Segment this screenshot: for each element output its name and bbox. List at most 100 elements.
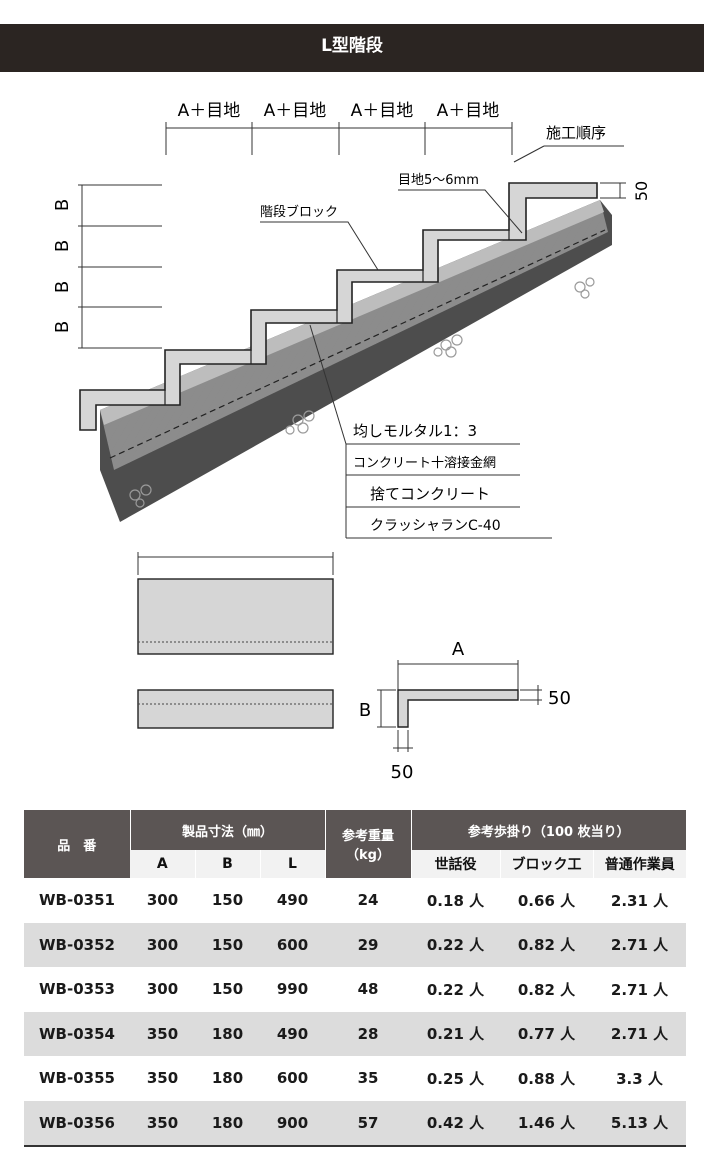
rise-dimension-lines	[78, 184, 162, 349]
cell-sewa: 0.42 人	[411, 1100, 500, 1147]
header-worker: 普通作業員	[592, 850, 687, 878]
cell-code: WB-0354	[24, 1011, 130, 1056]
cell-weight: 57	[325, 1100, 411, 1147]
top-view	[137, 578, 334, 655]
cell-l: 490	[276, 891, 309, 910]
concrete-hatch	[100, 200, 608, 470]
layer-concrete-mesh: コンクリート十溶接金網	[353, 455, 496, 471]
cell-b: 150	[211, 980, 244, 999]
layer-crusher-run: クラッシャランC-40	[370, 518, 501, 534]
header-weight: 参考重量 （kg）	[324, 810, 411, 878]
cell-worker: 5.13 人	[593, 1100, 687, 1147]
cell-block: 1.46 人	[500, 1100, 593, 1147]
cell-worker: 2.31 人	[610, 891, 669, 910]
rise-label-2: B	[52, 240, 73, 252]
step-label-2: A＋目地	[264, 101, 327, 121]
cell-sewa: 0.22 人	[411, 922, 500, 967]
header-rate: 参考歩掛り（100 枚当り）	[410, 810, 687, 850]
order-label: 施工順序	[546, 124, 606, 142]
cell-sewa: 0.18 人	[426, 891, 485, 910]
cell-b: 150	[195, 922, 260, 967]
layer-leaders	[309, 324, 552, 539]
cell-block: 0.82 人	[517, 980, 576, 999]
cell-b: 180	[195, 1100, 260, 1147]
joint-lines	[164, 230, 510, 405]
step-label-3: A＋目地	[351, 101, 414, 121]
mesh-line	[109, 229, 606, 459]
rise-label-4: B	[52, 321, 73, 333]
header-block: ブロック工	[499, 850, 593, 878]
cell-weight: 28	[325, 1011, 411, 1056]
header-weight-unit: （kg）	[346, 848, 390, 863]
cell-a: 300	[146, 891, 179, 910]
cell-b: 180	[211, 1069, 244, 1088]
table-row: WB-0353 300 150 990 48 0.22 人 0.82 人 2.7…	[24, 967, 686, 1012]
header-weight-label: 参考重量	[341, 829, 394, 844]
cell-a: 350	[130, 1100, 195, 1147]
cell-l: 490	[260, 1011, 325, 1056]
cell-block: 0.82 人	[500, 922, 593, 967]
rubble-patches	[129, 277, 595, 508]
table-row: WB-0354 350 180 490 28 0.21 人 0.77 人 2.7…	[24, 1011, 687, 1056]
step-dimension-lines	[165, 122, 513, 155]
page-title: L型階段	[321, 36, 383, 56]
header-a: A	[130, 850, 195, 878]
cell-weight: 48	[357, 980, 379, 999]
cell-code: WB-0352	[24, 922, 130, 967]
front-view	[137, 689, 334, 729]
thickness-bottom-label: 50	[391, 762, 414, 783]
cell-weight: 24	[357, 891, 379, 910]
cell-worker: 3.3 人	[616, 1069, 663, 1088]
table-row: WB-0356 350 180 900 57 0.42 人 1.46 人 5.1…	[24, 1100, 687, 1147]
cell-code: WB-0356	[24, 1100, 130, 1147]
cell-a: 300	[146, 980, 179, 999]
cell-l: 900	[260, 1100, 325, 1147]
cell-weight: 35	[357, 1069, 379, 1088]
rise-label-3: B	[52, 281, 73, 293]
cell-a: 350	[130, 1011, 195, 1056]
header-sewa: 世話役	[410, 850, 500, 878]
step-label-4: A＋目地	[437, 101, 500, 121]
cell-b: 180	[195, 1011, 260, 1056]
table-row: WB-0352 300 150 600 29 0.22 人 0.82 人 2.7…	[24, 922, 687, 967]
block-label: 階段ブロック	[260, 204, 338, 220]
table-row: WB-0351 300 150 490 24 0.18 人 0.66 人 2.3…	[24, 878, 686, 923]
cell-code: WB-0355	[39, 1069, 115, 1088]
cell-sewa: 0.25 人	[426, 1069, 485, 1088]
cell-worker: 2.71 人	[610, 980, 669, 999]
step-label-1: A＋目地	[178, 101, 241, 121]
cell-l: 600	[276, 1069, 309, 1088]
stair-blocks	[79, 182, 598, 431]
cell-b: 150	[211, 891, 244, 910]
cell-sewa: 0.22 人	[426, 980, 485, 999]
top-margin	[0, 0, 704, 24]
cell-worker: 2.71 人	[593, 1011, 687, 1056]
cell-block: 0.88 人	[517, 1069, 576, 1088]
height-label: B	[359, 700, 371, 721]
cell-l: 990	[276, 980, 309, 999]
cell-a: 300	[130, 922, 195, 967]
joint-label: 目地5～6mm	[398, 173, 479, 188]
header-l: L	[259, 850, 325, 878]
cell-code: WB-0353	[39, 980, 115, 999]
stair-section-diagram: A＋目地 A＋目地 A＋目地 A＋目地 B B B B 施工順序 目地5～6m	[52, 101, 651, 539]
width-label: A	[452, 639, 465, 660]
table-row: WB-0355 350 180 600 35 0.25 人 0.88 人 3.3…	[24, 1056, 686, 1101]
layer-blinding-concrete: 捨てコンクリート	[370, 485, 490, 503]
cell-sewa: 0.21 人	[411, 1011, 500, 1056]
thickness-label: 50	[632, 181, 651, 201]
header-product: 品 番	[24, 810, 130, 878]
cell-l: 600	[260, 922, 325, 967]
side-view	[397, 689, 519, 728]
product-drawing: L A 50 B 50	[137, 552, 571, 783]
rise-label-1: B	[52, 199, 73, 211]
header-b: B	[194, 850, 260, 878]
cell-block: 0.77 人	[500, 1011, 593, 1056]
header-size: 製品寸法（㎜）	[129, 810, 325, 850]
spec-table: 品 番 製品寸法（㎜） 参考重量 （kg） 参考歩掛り（100 枚当り） A B…	[24, 810, 687, 1147]
cell-a: 350	[146, 1069, 179, 1088]
cell-weight: 29	[325, 922, 411, 967]
cell-worker: 2.71 人	[593, 922, 687, 967]
layer-mortar: 均しモルタル1：3	[353, 422, 477, 440]
cell-code: WB-0351	[39, 891, 115, 910]
